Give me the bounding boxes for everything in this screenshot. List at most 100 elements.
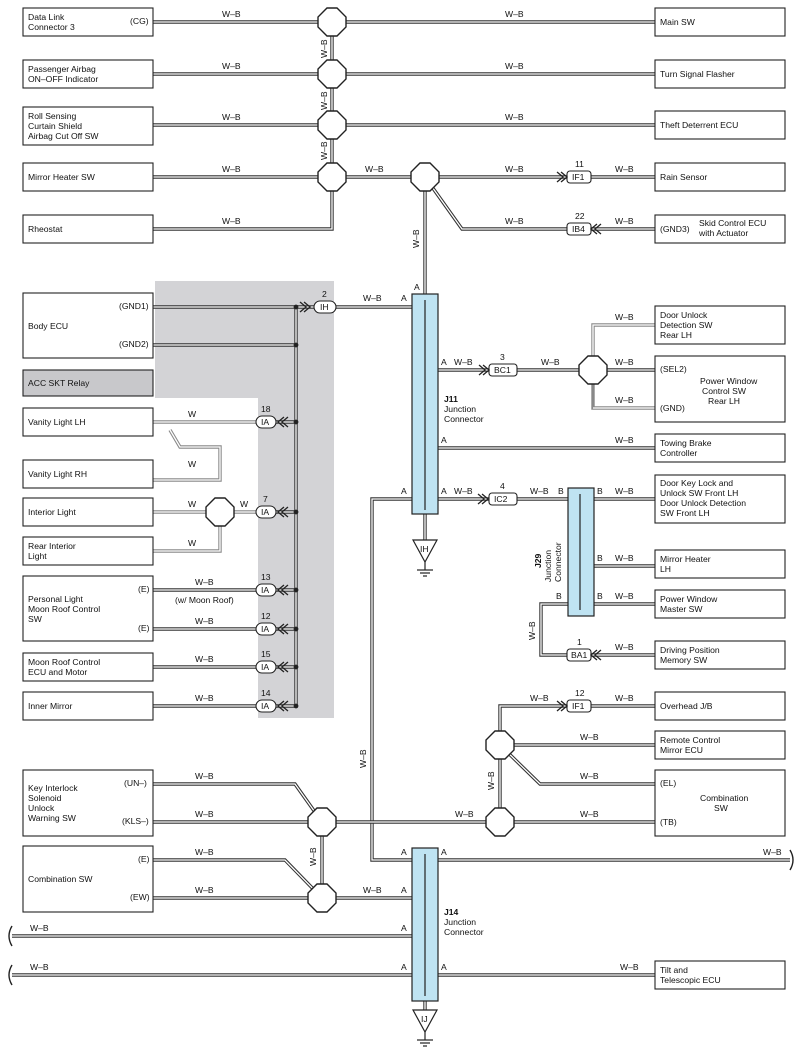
wire-label: W–B — [615, 642, 634, 652]
towing-label-1: Towing Brake — [660, 438, 712, 448]
j29-id: J29 — [533, 553, 543, 568]
if1b-code: IF1 — [572, 701, 585, 711]
door-key-label-2: Unlock SW Front LH — [660, 488, 738, 498]
wire-label: W–B — [363, 885, 382, 895]
mirror-heater-sw-label: Mirror Heater SW — [28, 172, 96, 182]
tilt-label-2: Telescopic ECU — [660, 975, 721, 985]
wire-label: W–B — [222, 216, 241, 226]
j11-pin-towing: A — [441, 435, 447, 445]
personal-light-label-1: Personal Light — [28, 594, 84, 604]
wire-label: W–B — [505, 164, 524, 174]
door-unlock-label-1: Door Unlock — [660, 310, 708, 320]
airbag-label-2: ON–OFF Indicator — [28, 74, 98, 84]
j14-pin-4: A — [401, 923, 407, 933]
wire-label: W–B — [222, 164, 241, 174]
j29-pin-mirror: B — [597, 553, 603, 563]
ground-ij-label: IJ — [421, 1014, 428, 1024]
wire-label: W–B — [580, 771, 599, 781]
wire-label-w: W — [188, 459, 197, 469]
j29-pin-ba1: B — [556, 591, 562, 601]
ground-ih-label: IH — [420, 544, 429, 554]
wire-label: W–B — [195, 654, 214, 664]
wire-label: W–B — [615, 395, 634, 405]
combination-sw-pin1: (E) — [138, 854, 150, 864]
j11-pin-ic2: A — [441, 486, 447, 496]
splices — [205, 7, 608, 913]
driving-pos-label-1: Driving Position — [660, 645, 720, 655]
wire-label: W–B — [455, 809, 474, 819]
wire-label: W–B — [195, 809, 214, 819]
ba1-num: 1 — [577, 637, 582, 647]
ia15-num: 15 — [261, 649, 271, 659]
j14-pin-2: A — [441, 847, 447, 857]
wire-label-v: W–B — [319, 141, 329, 160]
vertical-wire-labels: W–B W–B W–B W–B W–B W–B W–B W–B — [308, 39, 537, 866]
door-key-label-4: SW Front LH — [660, 508, 710, 518]
dlc3-pin: (CG) — [130, 16, 149, 26]
ic2-num: 4 — [500, 481, 505, 491]
if1a-code: IF1 — [572, 172, 585, 182]
ia12-num: 12 — [261, 611, 271, 621]
wire-label: W–B — [615, 486, 634, 496]
combination-sw2-pin2: (TB) — [660, 817, 677, 827]
pw-rear-pin1: (SEL2) — [660, 364, 687, 374]
personal-light-pin-2: (E) — [138, 623, 150, 633]
wire-label-w: W — [188, 538, 197, 548]
ia12-code: IA — [261, 624, 269, 634]
wire-label: W–B — [454, 357, 473, 367]
moon-roof-note: (w/ Moon Roof) — [175, 595, 234, 605]
key-interlock-pin2: (KLS–) — [122, 816, 149, 826]
pw-master-label-2: Master SW — [660, 604, 703, 614]
device-boxes — [22, 7, 786, 990]
ba1-code: BA1 — [571, 650, 587, 660]
j14-line1: Junction — [444, 917, 476, 927]
ia18-num: 18 — [261, 404, 271, 414]
pw-rear-pin2: (GND) — [660, 403, 685, 413]
pw-rear-label-1: Power Window — [700, 376, 758, 386]
rollsensing-label-3: Airbag Cut Off SW — [28, 131, 99, 141]
wire-label-v: W–B — [319, 39, 329, 58]
wire-label: W–B — [195, 577, 214, 587]
bc1-num: 3 — [500, 352, 505, 362]
wire-label-v: W–B — [411, 229, 421, 248]
ib4-num: 22 — [575, 211, 585, 221]
rollsensing-label-1: Roll Sensing — [28, 111, 76, 121]
wire-label: W–B — [615, 435, 634, 445]
key-interlock-label-2: Solenoid — [28, 793, 62, 803]
key-interlock-pin1: (UN–) — [124, 778, 147, 788]
ground-ij-symbol — [411, 1009, 439, 1047]
j11-pin-bc1: A — [441, 357, 447, 367]
ground-ih-symbol — [411, 539, 439, 577]
j14-id: J14 — [444, 907, 459, 917]
ia15-code: IA — [261, 662, 269, 672]
wire-label: W–B — [195, 847, 214, 857]
wire-label: W–B — [365, 164, 384, 174]
j29-line1: Junction — [543, 550, 553, 582]
ia7-num: 7 — [263, 494, 268, 504]
wire-label: W–B — [615, 164, 634, 174]
j29-line2: Connector — [553, 542, 563, 582]
door-key-label-1: Door Key Lock and — [660, 478, 733, 488]
door-unlock-label-3: Rear LH — [660, 330, 692, 340]
wire-label: W–B — [620, 962, 639, 972]
wire-label: W–B — [363, 293, 382, 303]
wire-label-w: W — [240, 499, 249, 509]
key-interlock-label-3: Unlock — [28, 803, 55, 813]
vanity-lh-label: Vanity Light LH — [28, 417, 86, 427]
wire-label: W–B — [615, 312, 634, 322]
wire-label: W–B — [195, 885, 214, 895]
moon-roof-ecu-label-2: ECU and Motor — [28, 667, 87, 677]
j11-pin-ih: A — [401, 293, 407, 303]
key-interlock-label-1: Key Interlock — [28, 783, 78, 793]
wire-label: W–B — [615, 216, 634, 226]
wire-label: W–B — [580, 809, 599, 819]
key-interlock-label-4: Warning SW — [28, 813, 77, 823]
combination-sw-label: Combination SW — [28, 874, 93, 884]
j11-pin-top: A — [414, 282, 420, 292]
rollsensing-label-2: Curtain Shield — [28, 121, 82, 131]
wire-label: W–B — [615, 357, 634, 367]
wire-label-v: W–B — [308, 847, 318, 866]
theft-label: Theft Deterrent ECU — [660, 120, 738, 130]
wire-label: W–B — [505, 9, 524, 19]
combination-sw2-label-2: SW — [714, 803, 729, 813]
